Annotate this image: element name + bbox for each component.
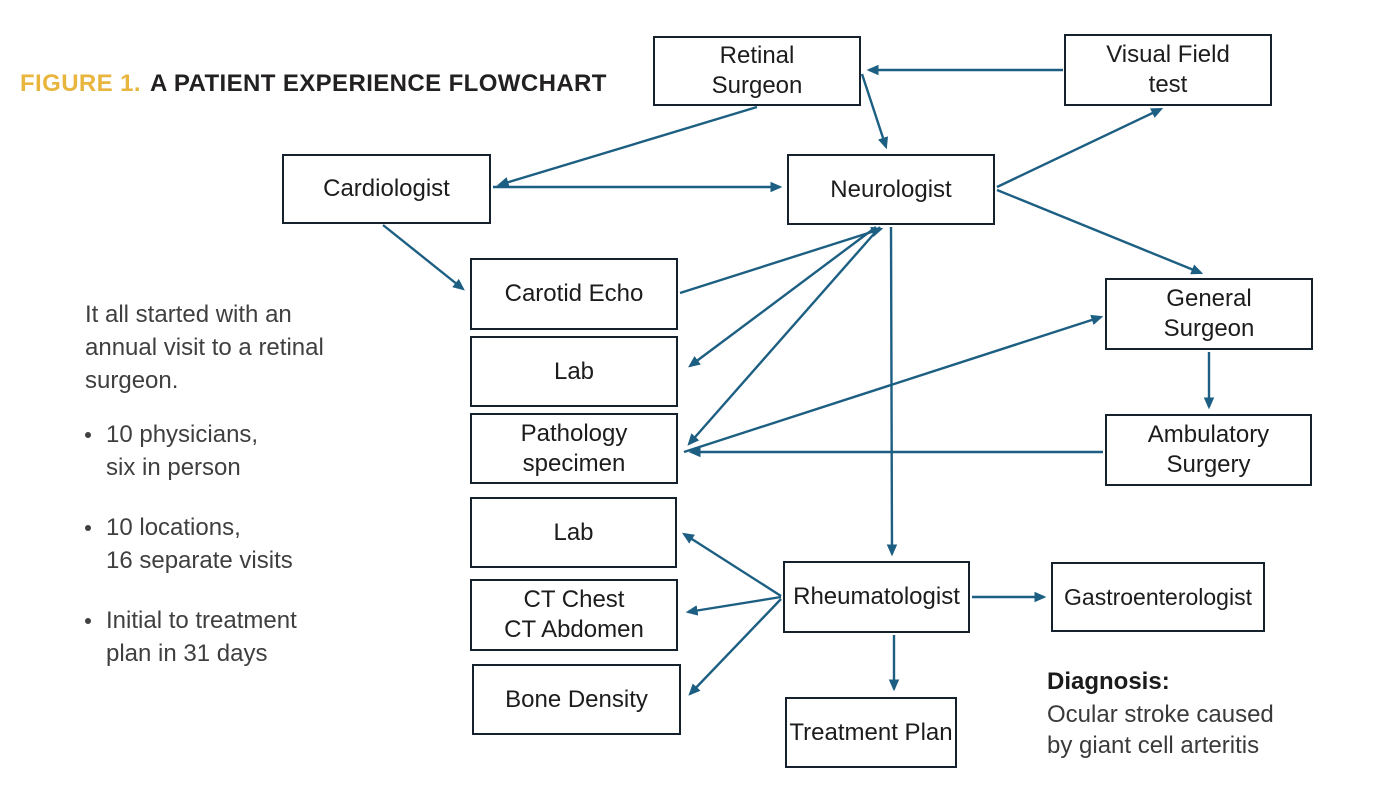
node-visual-field-test: Visual Field test — [1064, 34, 1272, 106]
edge-rheumatologist-to-lab-2 — [681, 532, 782, 598]
narrative-text: It all started with an annual visit to a… — [85, 301, 324, 394]
edge-pathology-specimen-to-general-surgeon — [683, 314, 1104, 454]
diagnosis-text: Ocular stroke caused by giant cell arter… — [1047, 701, 1274, 759]
edge-retinal-surgeon-to-cardiologist — [496, 105, 758, 188]
edge-neurologist-to-rheumatologist — [886, 226, 898, 557]
edge-neurologist-to-general-surgeon — [996, 188, 1204, 275]
diagnosis-block: Diagnosis: Ocular stroke caused by giant… — [1047, 668, 1377, 761]
node-lab-1: Lab — [470, 336, 678, 407]
edge-neurologist-to-pathology-specimen — [687, 226, 881, 446]
diagnosis-heading: Diagnosis: — [1047, 668, 1170, 695]
node-ct-chest-abdomen: CT Chest CT Abdomen — [470, 579, 678, 651]
node-retinal-surgeon: Retinal Surgeon — [653, 36, 861, 106]
figure-title: FIGURE 1. A PATIENT EXPERIENCE FLOWCHART — [20, 70, 607, 98]
node-gastroenterologist: Gastroenterologist — [1051, 562, 1265, 632]
edge-rheumatologist-to-bone-density — [688, 598, 782, 696]
node-treatment-plan: Treatment Plan — [785, 697, 957, 768]
node-neurologist: Neurologist — [787, 154, 995, 225]
node-bone-density: Bone Density — [472, 664, 681, 735]
figure-title-text: A PATIENT EXPERIENCE FLOWCHART — [149, 70, 607, 97]
edge-carotid-echo-to-neurologist — [679, 226, 884, 295]
edge-neurologist-to-lab-1 — [688, 226, 877, 368]
node-cardiologist: Cardiologist — [282, 154, 491, 224]
edge-cardiologist-to-carotid-echo — [382, 224, 465, 291]
figure-label: FIGURE 1. — [20, 70, 141, 97]
bullet-list: 10 physicians, six in person 10 location… — [82, 418, 392, 697]
edge-neurologist-to-visual-field-test — [996, 107, 1164, 189]
node-ambulatory-surgery: Ambulatory Surgery — [1105, 414, 1312, 486]
edge-retinal-surgeon-to-neurologist — [860, 73, 889, 150]
bullet-item-treatment-days: Initial to treatment plan in 31 days — [82, 604, 392, 670]
node-lab-2: Lab — [470, 497, 677, 568]
bullet-item-physicians: 10 physicians, six in person — [82, 418, 392, 484]
node-rheumatologist: Rheumatologist — [783, 561, 970, 633]
node-pathology-specimen: Pathology specimen — [470, 413, 678, 484]
node-carotid-echo: Carotid Echo — [470, 258, 678, 330]
bullet-item-locations: 10 locations, 16 separate visits — [82, 511, 392, 577]
edge-rheumatologist-to-ct-chest-abdomen — [685, 595, 782, 616]
node-general-surgeon: General Surgeon — [1105, 278, 1313, 350]
